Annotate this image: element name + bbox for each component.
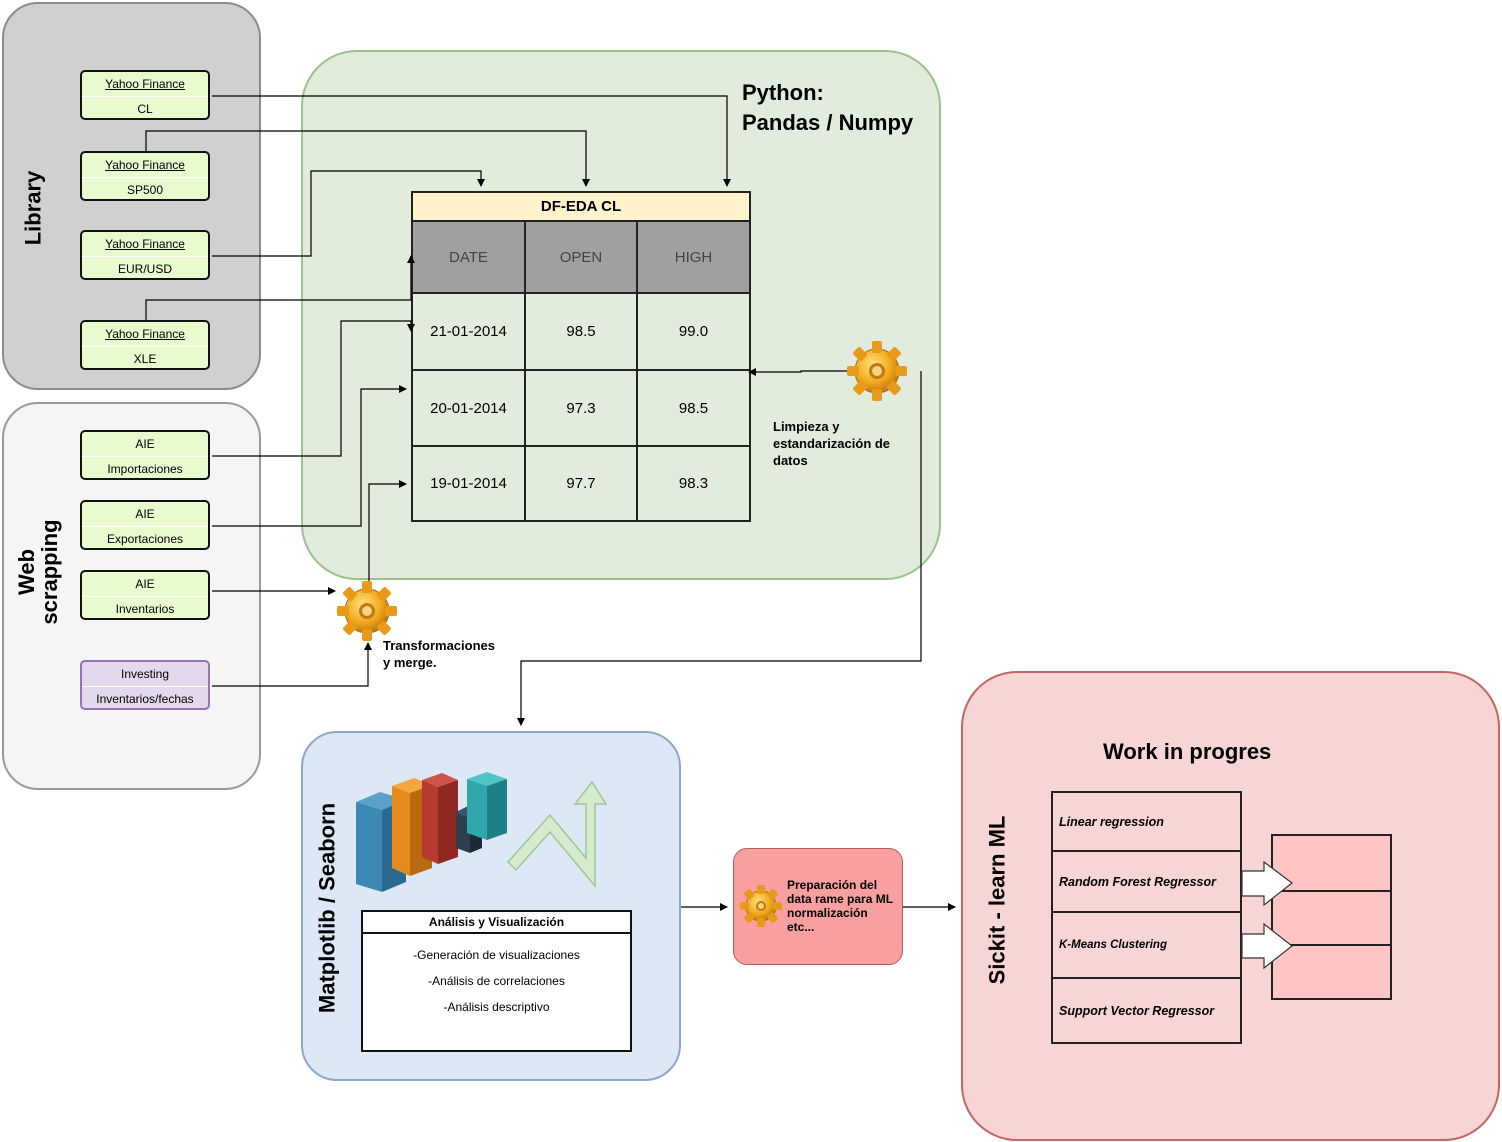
source-provider: AIE <box>82 432 208 457</box>
analysis-box: Análisis y Visualización -Generación de … <box>361 910 632 1052</box>
prep-line: data rame para ML <box>787 892 894 906</box>
prep-line: normalización <box>787 906 868 920</box>
analysis-box-title: Análisis y Visualización <box>363 912 630 934</box>
table-cell: 98.5 <box>638 371 749 447</box>
connector-eurusd-to-table <box>212 170 485 257</box>
gear-icon <box>740 885 782 927</box>
bar-chart-illustration-icon <box>356 772 507 892</box>
model-item: Random Forest Regressor <box>1053 852 1240 913</box>
python-title-line1: Python: <box>742 80 824 105</box>
table-cell: 98.5 <box>526 294 638 371</box>
prep-text: Preparación del data rame para ML normal… <box>787 878 893 934</box>
source-aie-inventarios[interactable]: AIE Inventarios <box>80 570 210 620</box>
source-provider: AIE <box>82 572 208 597</box>
connector-investing <box>212 642 372 687</box>
source-provider: Yahoo Finance <box>105 237 185 251</box>
column-header-date: DATE <box>413 222 526 294</box>
gear-icon <box>847 341 907 401</box>
source-dataset: Importaciones <box>107 462 183 476</box>
connector-importaciones <box>212 320 415 457</box>
source-provider: Yahoo Finance <box>105 327 185 341</box>
table-cell: 99.0 <box>638 294 749 371</box>
transform-note-line: y merge. <box>383 655 437 670</box>
dataframe-table: DF-EDA CL DATE OPEN HIGH 21-01-2014 98.5… <box>411 191 751 522</box>
source-ticker: XLE <box>133 352 157 366</box>
analysis-item: -Generación de visualizaciones <box>413 948 580 962</box>
source-provider: AIE <box>82 502 208 527</box>
source-provider: Yahoo Finance <box>105 77 185 91</box>
cleaning-note-line: Limpieza y <box>773 419 840 434</box>
source-provider: Yahoo Finance <box>105 158 185 172</box>
source-aie-exportaciones[interactable]: AIE Exportaciones <box>80 500 210 550</box>
source-investing-inventarios[interactable]: Investing Inventarios/fechas <box>80 660 210 710</box>
table-cell: 97.3 <box>526 371 638 447</box>
source-dataset: Inventarios/fechas <box>96 692 194 706</box>
model-item: Linear regression <box>1053 793 1240 852</box>
cleaning-note-line: estandarización de <box>773 436 891 451</box>
gear-icon <box>337 581 397 641</box>
prep-line: Preparación del <box>787 878 878 892</box>
connector-exportaciones <box>212 385 407 527</box>
output-divider <box>1273 944 1390 946</box>
model-output-arrow <box>1241 860 1293 907</box>
connector-sp500-to-table <box>145 130 590 187</box>
transform-note: Transformaciones y merge. <box>383 637 495 671</box>
python-title: Python: Pandas / Numpy <box>742 78 913 138</box>
ml-output-box <box>1271 834 1392 1000</box>
source-dataset: Inventarios <box>115 602 175 616</box>
cleaning-note-line: datos <box>773 453 808 468</box>
model-item: Support Vector Regressor <box>1059 1003 1215 1018</box>
source-ticker: SP500 <box>126 183 164 197</box>
cleaning-note: Limpieza y estandarización de datos <box>773 418 890 469</box>
connector-cl-to-table <box>212 95 731 187</box>
source-yahoo-eurusd[interactable]: Yahoo Finance EUR/USD <box>80 230 210 280</box>
python-title-line2: Pandas / Numpy <box>742 110 914 135</box>
connector-cleaning <box>748 368 851 376</box>
source-aie-importaciones[interactable]: AIE Importaciones <box>80 430 210 480</box>
source-dataset: Exportaciones <box>106 532 184 546</box>
source-yahoo-xle[interactable]: Yahoo Finance XLE <box>80 320 210 370</box>
ml-title: Work in progres <box>1103 739 1272 764</box>
analysis-item: -Análisis descriptivo <box>443 1000 550 1014</box>
column-header-open: OPEN <box>526 222 638 294</box>
model-output-arrow <box>1241 922 1293 970</box>
model-item: K-Means Clustering <box>1053 913 1240 979</box>
column-header-high: HIGH <box>638 222 749 294</box>
table-cell: 97.7 <box>526 447 638 520</box>
source-ticker: CL <box>137 102 153 116</box>
table-cell: 21-01-2014 <box>413 294 526 371</box>
table-title: DF-EDA CL <box>413 193 749 222</box>
connector-transform-to-table <box>368 480 407 581</box>
analysis-item: -Análisis de correlaciones <box>428 974 565 988</box>
table-cell: 20-01-2014 <box>413 371 526 447</box>
table-cell: 98.3 <box>678 475 709 492</box>
source-ticker: EUR/USD <box>117 262 172 276</box>
table-cell: 19-01-2014 <box>413 447 526 520</box>
connector-xle-to-table <box>145 255 415 320</box>
connector-table-to-viz <box>517 371 922 726</box>
source-yahoo-cl[interactable]: Yahoo Finance CL <box>80 70 210 120</box>
trend-arrow-icon <box>506 780 608 889</box>
source-provider: Investing <box>82 662 208 687</box>
output-divider <box>1273 890 1390 892</box>
models-list: Linear regression Random Forest Regresso… <box>1051 791 1242 1044</box>
transform-note-line: Transformaciones <box>383 638 495 653</box>
prep-line: etc... <box>787 920 815 934</box>
source-yahoo-sp500[interactable]: Yahoo Finance SP500 <box>80 151 210 201</box>
